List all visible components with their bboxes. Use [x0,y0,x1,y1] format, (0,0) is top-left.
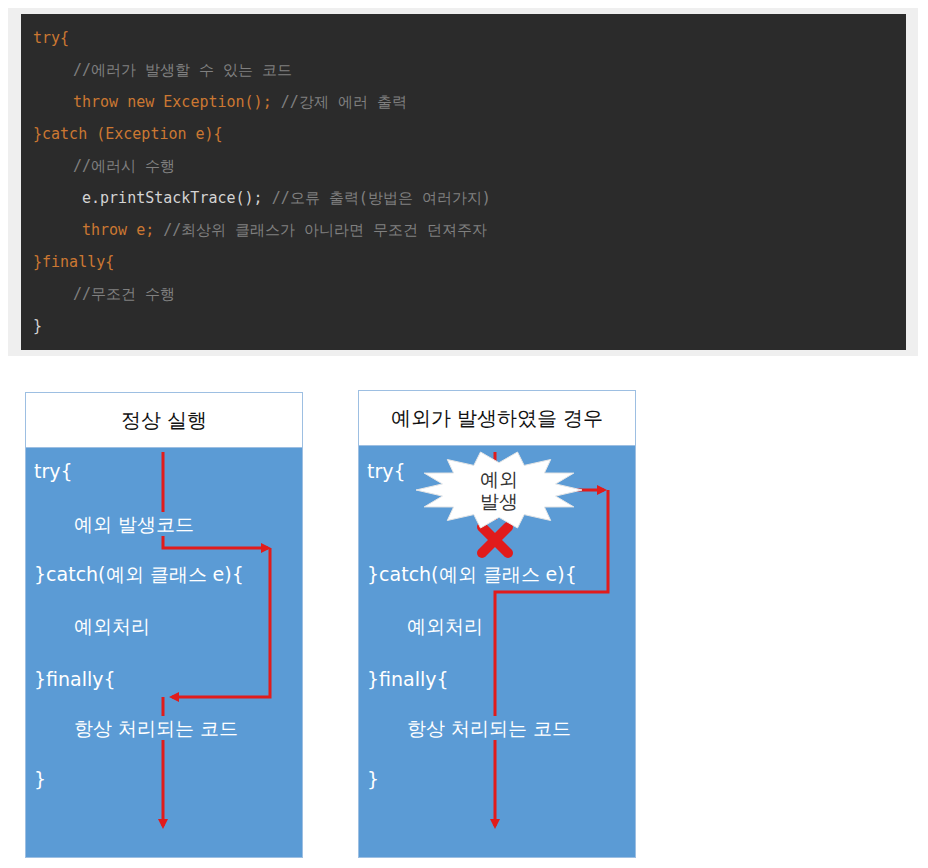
flow-arrow [163,452,268,548]
code-token: throw new Exception(); [73,86,272,118]
code-line: } [33,310,51,342]
code-token: }finally{ [33,246,114,278]
code-line: e.printStackTrace(); //오류 출력(방법은 여러가지) [82,182,500,214]
panel-title: 정상 실행 [121,407,207,434]
code-line: //에러시 수행 [73,150,184,182]
code-token: e.printStackTrace(); [82,182,263,214]
code-line: //무조건 수행 [73,278,184,310]
code-token: throw e; [82,214,154,246]
code-token: //무조건 수행 [73,278,175,310]
flow-arrow [162,697,165,826]
code-line: }finally{ [33,667,117,691]
code-line: 예외 발생코드 [73,512,195,536]
code-line: }catch (Exception e){ [33,118,232,150]
flow-arrow [172,548,270,697]
code-line: //에러가 발생할 수 있는 코드 [73,54,301,86]
code-token: }catch (Exception e){ [33,118,223,150]
code-line: try{ [33,459,74,483]
stop-cross [482,527,508,553]
panel-header: 예외가 발생하였을 경우 [359,391,635,446]
code-token: } [33,310,42,342]
code-line: 항상 처리되는 코드 [406,716,572,740]
code-line: try{ [33,22,78,54]
code-line: try{ [366,459,407,483]
code-line: } [33,767,47,791]
exception-burst: 예외 발생 [414,449,584,531]
flow-arrow [495,490,608,826]
code-token: //오류 출력(방법은 여러가지) [272,182,491,214]
stop-cross [482,527,508,553]
code-token: //에러가 발생할 수 있는 코드 [73,54,292,86]
panel-header: 정상 실행 [26,393,302,448]
flow-arrow [494,452,497,520]
code-line: }catch(예외 클래스 e){ [366,562,578,586]
panel-title: 예외가 발생하였을 경우 [391,405,604,432]
code-token: //강제 에러 출력 [281,86,407,118]
code-line: }finally{ [33,246,123,278]
code-line: 예외처리 [73,614,151,638]
code-token: //최상위 클래스가 아니라면 무조건 던져주자 [163,214,487,246]
code-block: try{//에러가 발생할 수 있는 코드throw new Exception… [21,14,906,350]
code-line: throw new Exception(); //강제 에러 출력 [73,86,416,118]
code-line: }catch(예외 클래스 e){ [33,562,245,586]
code-line: }finally{ [366,667,450,691]
code-token: try{ [33,22,69,54]
code-line: throw e; //최상위 클래스가 아니라면 무조건 던져주자 [82,214,496,246]
burst-label: 예외 발생 [477,468,521,512]
code-line: 예외처리 [406,614,484,638]
code-line: } [366,767,380,791]
flow-arrow [540,489,604,492]
code-line: 항상 처리되는 코드 [73,716,239,740]
flow-panel: 예외가 발생하였을 경우 try{ }catch(예외 클래스 e){ 예외처리 }fi… [358,390,636,858]
code-token: //에러시 수행 [73,150,175,182]
